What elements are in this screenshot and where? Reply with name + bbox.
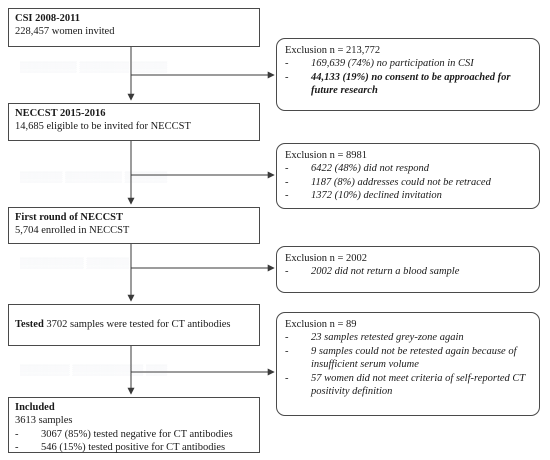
background-watermark: ▒▒▒▒▒▒▒▒▒ ▒▒▒▒▒▒ (20, 258, 130, 269)
exclusion-2-item-text: 6422 (48%) did not respond (311, 163, 430, 175)
csi-line: 228,457 women invited (15, 26, 115, 38)
tested-box: Tested 3702 samples were tested for CT a… (8, 304, 260, 346)
tested-title: Tested (15, 319, 44, 330)
first-round-title: First round of NECCST (15, 212, 124, 223)
dash: - (285, 372, 289, 384)
neccst-title: NECCST 2015-2016 (15, 108, 106, 119)
neccst-box: NECCST 2015-2016 14,685 eligible to be i… (8, 103, 260, 141)
exclusion-2-item-text: 1372 (10%) declined invitation (311, 190, 442, 202)
exclusion-1-item-text: 44,133 (19%) no consent to be approached… (311, 71, 511, 97)
exclusion-4-item-text: 23 samples retested grey-zone again (311, 332, 464, 344)
included-box: Included 3613 samples - 3067 (85%) teste… (8, 397, 260, 453)
background-watermark: ▒▒▒▒▒▒▒ ▒▒▒▒▒▒▒▒▒▒ ▒▒▒ (20, 365, 168, 376)
tested-line: 3702 samples were tested for CT antibodi… (46, 319, 231, 330)
exclusion-3-title: Exclusion n = 2002 (285, 253, 368, 264)
exclusion-3-item-text: 2002 did not return a blood sample (311, 266, 460, 278)
exclusion-2-item: - 6422 (48%) did not respond (285, 162, 531, 175)
exclusion-1-item: - 44,133 (19%) no consent to be approach… (285, 71, 531, 98)
dash: - (285, 266, 289, 278)
exclusion-1-item-text: 169,639 (74%) no participation in CSI (311, 58, 474, 70)
exclusion-box-2: Exclusion n = 8981 - 6422 (48%) did not … (276, 143, 540, 209)
csi-box: CSI 2008-2011 228,457 women invited (8, 8, 260, 47)
dash: - (285, 163, 289, 175)
neccst-line: 14,685 eligible to be invited for NECCST (15, 121, 191, 133)
exclusion-2-title: Exclusion n = 8981 (285, 150, 368, 161)
included-item-text: 3067 (85%) tested negative for CT antibo… (41, 428, 233, 440)
included-item-text: 546 (15%) tested positive for CT antibod… (41, 442, 226, 454)
dash: - (15, 442, 19, 454)
exclusion-4-item: - 23 samples retested grey-zone again (285, 331, 531, 344)
exclusion-box-1: Exclusion n = 213,772 - 169,639 (74%) no… (276, 38, 540, 111)
included-item: - 3067 (85%) tested negative for CT anti… (15, 428, 253, 441)
csi-title: CSI 2008-2011 (15, 13, 81, 24)
background-watermark: ▒▒▒▒▒▒▒▒ ▒▒▒▒▒▒▒ ▒▒▒▒▒ (20, 62, 168, 73)
dash: - (285, 332, 289, 344)
dash: - (15, 428, 19, 440)
background-watermark: ▒▒▒▒▒▒ ▒▒▒▒▒▒▒▒ ▒▒▒▒▒▒ (20, 172, 168, 183)
exclusion-4-item-text: 9 samples could not be retested again be… (311, 345, 517, 371)
first-round-line: 5,704 enrolled in NECCST (15, 225, 130, 237)
dash: - (285, 71, 289, 83)
exclusion-box-3: Exclusion n = 2002 - 2002 did not return… (276, 246, 540, 293)
exclusion-2-item-text: 1187 (8%) addresses could not be retrace… (311, 176, 491, 188)
exclusion-1-title: Exclusion n = 213,772 (285, 45, 381, 56)
included-item: - 546 (15%) tested positive for CT antib… (15, 441, 253, 454)
included-title: Included (15, 402, 55, 413)
dash: - (285, 58, 289, 70)
exclusion-4-item: - 57 women did not meet criteria of self… (285, 372, 531, 399)
exclusion-1-item: - 169,639 (74%) no participation in CSI (285, 57, 531, 70)
exclusion-box-4: Exclusion n = 89 - 23 samples retested g… (276, 312, 540, 416)
dash: - (285, 176, 289, 188)
included-line: 3613 samples (15, 415, 73, 427)
dash: - (285, 190, 289, 202)
exclusion-4-item: - 9 samples could not be retested again … (285, 345, 531, 372)
exclusion-2-item: - 1187 (8%) addresses could not be retra… (285, 176, 531, 189)
exclusion-4-title: Exclusion n = 89 (285, 319, 357, 330)
exclusion-2-item: - 1372 (10%) declined invitation (285, 189, 531, 202)
exclusion-4-item-text: 57 women did not meet criteria of self-r… (311, 372, 526, 398)
exclusion-3-item: - 2002 did not return a blood sample (285, 265, 531, 278)
first-round-box: First round of NECCST 5,704 enrolled in … (8, 207, 260, 244)
dash: - (285, 345, 289, 357)
